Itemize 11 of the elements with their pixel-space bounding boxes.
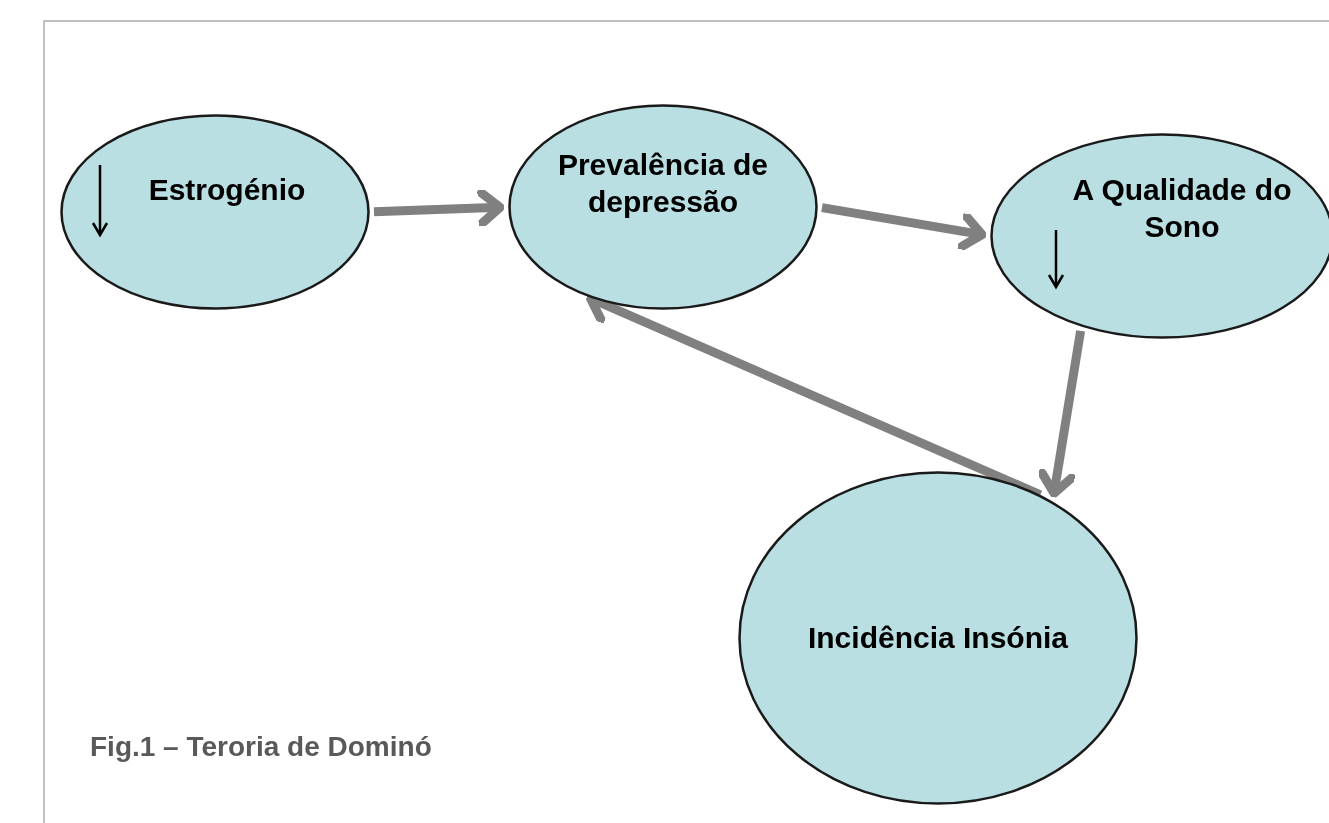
arrow — [373, 188, 505, 228]
ellipse-node — [738, 471, 1138, 805]
node-label: Prevalência de depressão — [556, 146, 770, 220]
arrow — [1037, 330, 1086, 498]
node-label: Estrogénio — [148, 172, 306, 209]
figure-caption: Fig.1 – Teroria de Dominó — [90, 731, 432, 763]
ellipse-node — [60, 114, 370, 310]
node-label: A Qualidade do Sono — [1071, 171, 1293, 245]
node-label: Incidência Insónia — [807, 620, 1069, 657]
ellipse-node — [508, 104, 818, 310]
arrow — [821, 203, 987, 251]
